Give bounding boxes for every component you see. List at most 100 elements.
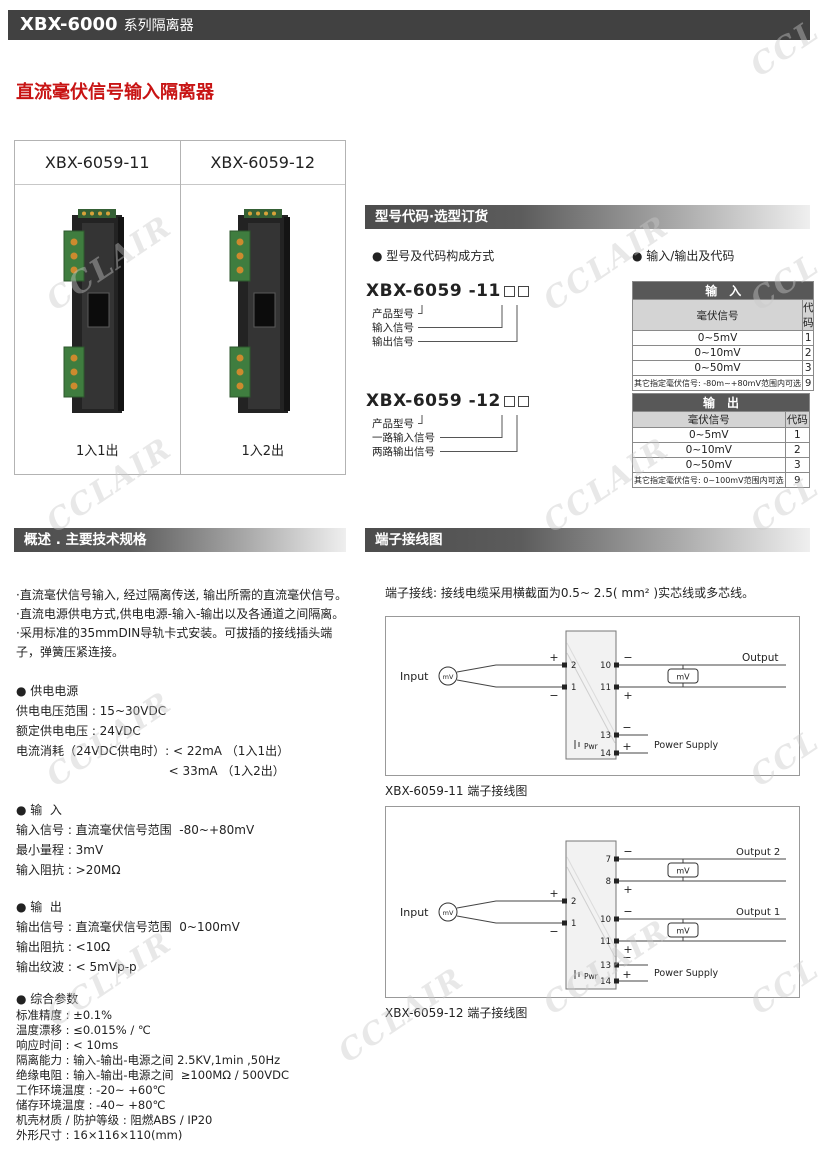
terminal-number: 2 (571, 897, 576, 907)
output1-label: Output 1 (736, 907, 780, 918)
din-module-illustration (229, 208, 290, 413)
code-cell: 1 (784, 427, 811, 443)
minus-sign: − (549, 925, 558, 938)
input-label: Input (400, 670, 429, 683)
plus-sign: + (549, 887, 558, 900)
callout-label: 输入信号 (372, 321, 414, 334)
footer-note: 其它指定毫伏信号: 0~100mV范围内可选 (632, 472, 786, 488)
code-cell: 3 (784, 457, 811, 473)
spec-line: 输出阻抗 : <10Ω (16, 940, 111, 954)
mv-meter-label: mV (676, 927, 690, 936)
table-title-row: 输 出 (632, 393, 810, 412)
table-row: 0~5mV 1 (632, 330, 815, 346)
product-table: XBX-6059-11 1入1出 XBX-6059 (14, 140, 346, 475)
code-placeholder-box (503, 395, 515, 407)
table-title-row: 输 入 (631, 281, 815, 300)
spec-group-general: ● 综合参数 标准精度 : ±0.1% 温度漂移 : ≤0.015% / ℃ 响… (16, 991, 350, 1143)
mv-source-label: mV (443, 909, 454, 917)
spec-line: 温度漂移 : ≤0.015% / ℃ (16, 1023, 151, 1037)
pwr-label: Pwr (584, 742, 599, 751)
column-header-code: 代码 (784, 411, 811, 428)
signal-cell: 0~10mV (632, 345, 803, 361)
spec-line: 电流消耗（24VDC供电时）: < 22mA （1入1出） (16, 744, 290, 758)
spec-line: 工作环境温度 : -20~ +60℃ (16, 1083, 166, 1097)
terminal-number: 1 (571, 683, 576, 693)
pwr-label: Pwr (584, 972, 599, 981)
specs-intro: ·直流毫伏信号输入, 经过隔离传送, 输出所需的直流毫伏信号。 ·直流电源供电方… (16, 586, 350, 662)
table-title: 输 出 (632, 393, 810, 412)
signal-cell: 0~50mV (632, 457, 786, 473)
minus-sign: − (623, 905, 632, 918)
terminal-number: 13 (600, 731, 611, 741)
mv-meter-icon (667, 668, 699, 684)
mv-meter-icon (667, 862, 699, 878)
column-header-signal: 毫伏信号 (632, 411, 786, 428)
spec-line: 供电电压范围 : 15~30VDC (16, 704, 167, 718)
signal-cell: 0~10mV (632, 442, 786, 458)
terminal-number: 11 (600, 683, 611, 693)
model-code-text: XBX-6059 -12 (366, 391, 501, 411)
callout-label: 两路输出信号 (372, 445, 435, 458)
spec-line: 输出纹波 : < 5mVp-p (16, 960, 137, 974)
spec-line: 机壳材质 / 防护等级 : 阻燃ABS / IP20 (16, 1113, 213, 1127)
section-header-ordering: 型号代码·选型订货 (365, 205, 810, 229)
mv-meter-icon (667, 922, 699, 938)
page-title: 直流毫伏信号输入隔离器 (16, 82, 214, 103)
wiring-diagram-6059-11: mV mV Input Output + − − + − + 2 1 10 11… (385, 616, 800, 776)
plus-sign: + (623, 883, 632, 896)
intro-line: ·采用标准的35mmDIN导轨卡式安装。可拔插的接线插头端子，弹簧压紧连接。 (16, 626, 333, 659)
battery-icon (574, 740, 580, 749)
plus-sign: + (623, 943, 632, 956)
bullet-io-codes: ● 输入/输出及代码 (632, 249, 735, 263)
spec-line: 最小量程 : 3mV (16, 843, 104, 857)
spec-line: 输入信号 : 直流毫伏信号范围 -80~+80mV (16, 823, 255, 837)
code-placeholder-box (517, 285, 529, 297)
wiring-diagram-svg: mV mV Input Output + − − + − + 2 1 10 11… (400, 630, 786, 760)
minus-sign: − (623, 651, 632, 664)
footer-note: 其它指定毫伏信号: -80m~+80mV范围内可选 (632, 375, 803, 391)
terminal-number: 10 (600, 661, 611, 671)
output-code-table: 输 出 毫伏信号 代码 0~5mV 1 0~10mV 2 0~50mV 3 其它… (632, 393, 811, 488)
intro-line: ·直流毫伏信号输入, 经过隔离传送, 输出所需的直流毫伏信号。 (16, 588, 348, 602)
table-row: 0~50mV 3 (632, 457, 811, 473)
input-code-table: 输 入 毫伏信号 代码 0~5mV 1 0~10mV 2 0~50mV 3 其它… (631, 281, 815, 391)
code-cell: 2 (784, 442, 811, 458)
callout-lines (418, 305, 518, 342)
callout-label: 输出信号 (372, 335, 414, 348)
table-row: 0~10mV 2 (632, 345, 815, 361)
power-supply-label: Power Supply (654, 968, 718, 979)
terminal-number: 14 (600, 977, 611, 987)
output-label: Output (742, 652, 778, 664)
wiring-diagram-6059-12: mV mV mV Input Output 2 Output 1 + − − +… (385, 806, 800, 998)
spec-line: 额定供电电压 : 24VDC (16, 724, 141, 738)
mv-source-icon (438, 902, 458, 922)
spec-line: 标准精度 : ±0.1% (16, 1008, 113, 1022)
signal-cell: 0~5mV (632, 330, 803, 346)
input-label: Input (400, 906, 429, 919)
intro-line: ·直流电源供电方式,供电电源-输入-输出以及各通道之间隔离。 (16, 607, 345, 621)
spec-line: 外形尺寸 : 16×116×110(mm) (16, 1128, 183, 1142)
code-cell: 3 (801, 360, 815, 376)
header-series-suffix: 系列隔离器 (123, 18, 194, 34)
wiring-note: 端子接线: 接线电缆采用横截面为0.5~ 2.5( mm² )实芯线或多芯线。 (385, 586, 755, 600)
product-model-name: XBX-6059-11 (15, 141, 180, 185)
terminal-number: 7 (606, 855, 611, 865)
spec-line: 绝缘电阻 : 输入-输出-电源之间 ≥100MΩ / 500VDC (16, 1068, 289, 1082)
page-header-bar: XBX-6000 系列隔离器 (8, 10, 810, 40)
model-code-block-11: XBX-6059 -11 产品型号 输入信号 输出信号 (366, 281, 606, 360)
column-header-code: 代码 (801, 299, 815, 331)
table-footer-row: 其它指定毫伏信号: -80m~+80mV范围内可选 9 (632, 375, 815, 391)
code-placeholder-box (517, 395, 529, 407)
spec-line: 储存环境温度 : -40~ +80℃ (16, 1098, 166, 1112)
product-caption: 1入1出 (75, 444, 119, 459)
diagram-caption: XBX-6059-12 端子接线图 (385, 1006, 528, 1020)
terminal-number: 13 (600, 961, 611, 971)
footer-code: 9 (784, 472, 811, 488)
model-code-line: XBX-6059 -11 (366, 281, 606, 301)
minus-sign: − (622, 721, 631, 734)
spec-line: 输出信号 : 直流毫伏信号范围 0~100mV (16, 920, 240, 934)
spec-group-input: ● 输 入 输入信号 : 直流毫伏信号范围 -80~+80mV 最小量程 : 3… (16, 801, 350, 880)
diagram-caption: XBX-6059-11 端子接线图 (385, 784, 528, 798)
header-series-model: XBX-6000 (20, 14, 118, 35)
